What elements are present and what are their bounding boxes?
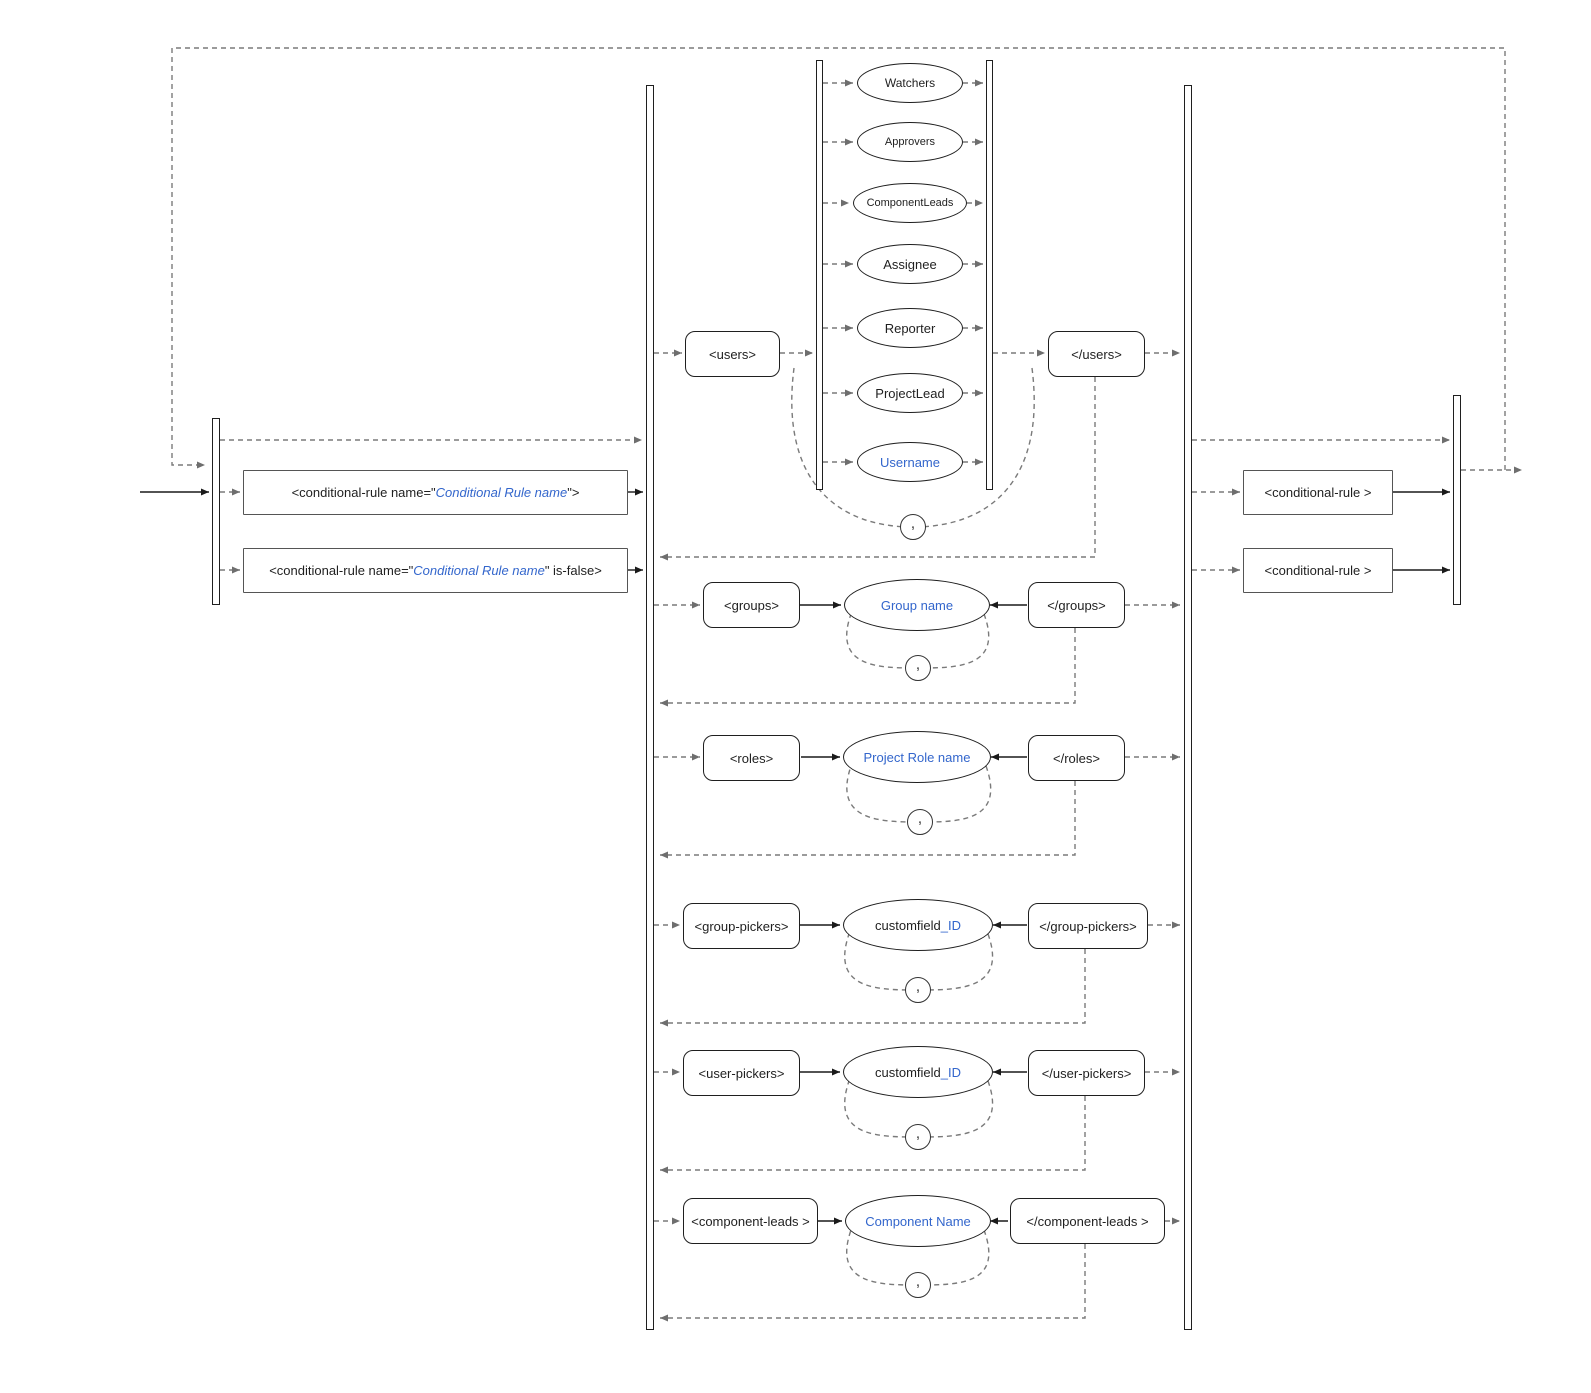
option-watchers: Watchers <box>857 63 963 103</box>
groups-close-tag: </groups> <box>1028 582 1125 628</box>
users-open-tag: <users> <box>685 331 780 377</box>
customfield-id: _ID <box>940 917 961 933</box>
conditional-rule-false-box: <conditional-rule name="Conditional Rule… <box>243 548 628 593</box>
rule-name: Conditional Rule name <box>435 485 568 500</box>
conditional-rule-close-box-1: <conditional-rule > <box>1243 470 1393 515</box>
entry-branch-bar <box>212 418 220 605</box>
conditional-rule-true-text: <conditional-rule name="Conditional Rule… <box>292 485 580 500</box>
user-pickers-close-tag: </user-pickers> <box>1028 1050 1145 1096</box>
groups-open-tag: <groups> <box>703 582 800 628</box>
users-options-right-bar <box>986 60 993 490</box>
group-pickers-close-tag: </group-pickers> <box>1028 903 1148 949</box>
user-pickers-customfield-value: customfield_ID <box>843 1046 993 1098</box>
component-name-value: Component Name <box>845 1195 991 1247</box>
project-role-name-value: Project Role name <box>843 731 991 783</box>
groups-separator: , <box>905 655 931 681</box>
group-name-value: Group name <box>844 579 990 631</box>
conditional-rule-false-text: <conditional-rule name="Conditional Rule… <box>269 563 602 578</box>
component-leads-separator: , <box>905 1272 931 1298</box>
rule-suffix: "> <box>567 485 580 500</box>
group-pickers-open-tag: <group-pickers> <box>683 903 800 949</box>
option-project-lead: ProjectLead <box>857 373 963 413</box>
rule-prefix: <conditional-rule name=" <box>269 563 414 578</box>
user-pickers-separator: , <box>905 1124 931 1150</box>
user-pickers-open-tag: <user-pickers> <box>683 1050 800 1096</box>
elements-open-bar <box>646 85 654 1330</box>
component-leads-close-tag: </component-leads > <box>1010 1198 1165 1244</box>
group-pickers-separator: , <box>905 977 931 1003</box>
rule-prefix: <conditional-rule name=" <box>291 485 436 500</box>
conditional-rule-true-box: <conditional-rule name="Conditional Rule… <box>243 470 628 515</box>
option-assignee: Assignee <box>857 244 963 284</box>
rule-name: Conditional Rule name <box>413 563 545 578</box>
option-component-leads: ComponentLeads <box>853 183 967 223</box>
group-pickers-customfield-value: customfield_ID <box>843 899 993 951</box>
customfield-plain: customfield <box>875 1064 941 1080</box>
component-leads-open-tag: <component-leads > <box>683 1198 818 1244</box>
conditional-rule-close-box-2: <conditional-rule > <box>1243 548 1393 593</box>
option-approvers: Approvers <box>857 122 963 162</box>
roles-separator: , <box>907 809 933 835</box>
option-reporter: Reporter <box>857 308 963 348</box>
exit-join-bar <box>1453 395 1461 605</box>
customfield-plain: customfield <box>875 917 941 933</box>
users-separator: , <box>900 514 926 540</box>
users-close-tag: </users> <box>1048 331 1145 377</box>
roles-open-tag: <roles> <box>703 735 800 781</box>
roles-close-tag: </roles> <box>1028 735 1125 781</box>
customfield-id: _ID <box>940 1064 961 1080</box>
rule-suffix: " is-false> <box>544 563 602 578</box>
option-username: Username <box>857 442 963 482</box>
elements-close-bar <box>1184 85 1192 1330</box>
users-options-left-bar <box>816 60 823 490</box>
